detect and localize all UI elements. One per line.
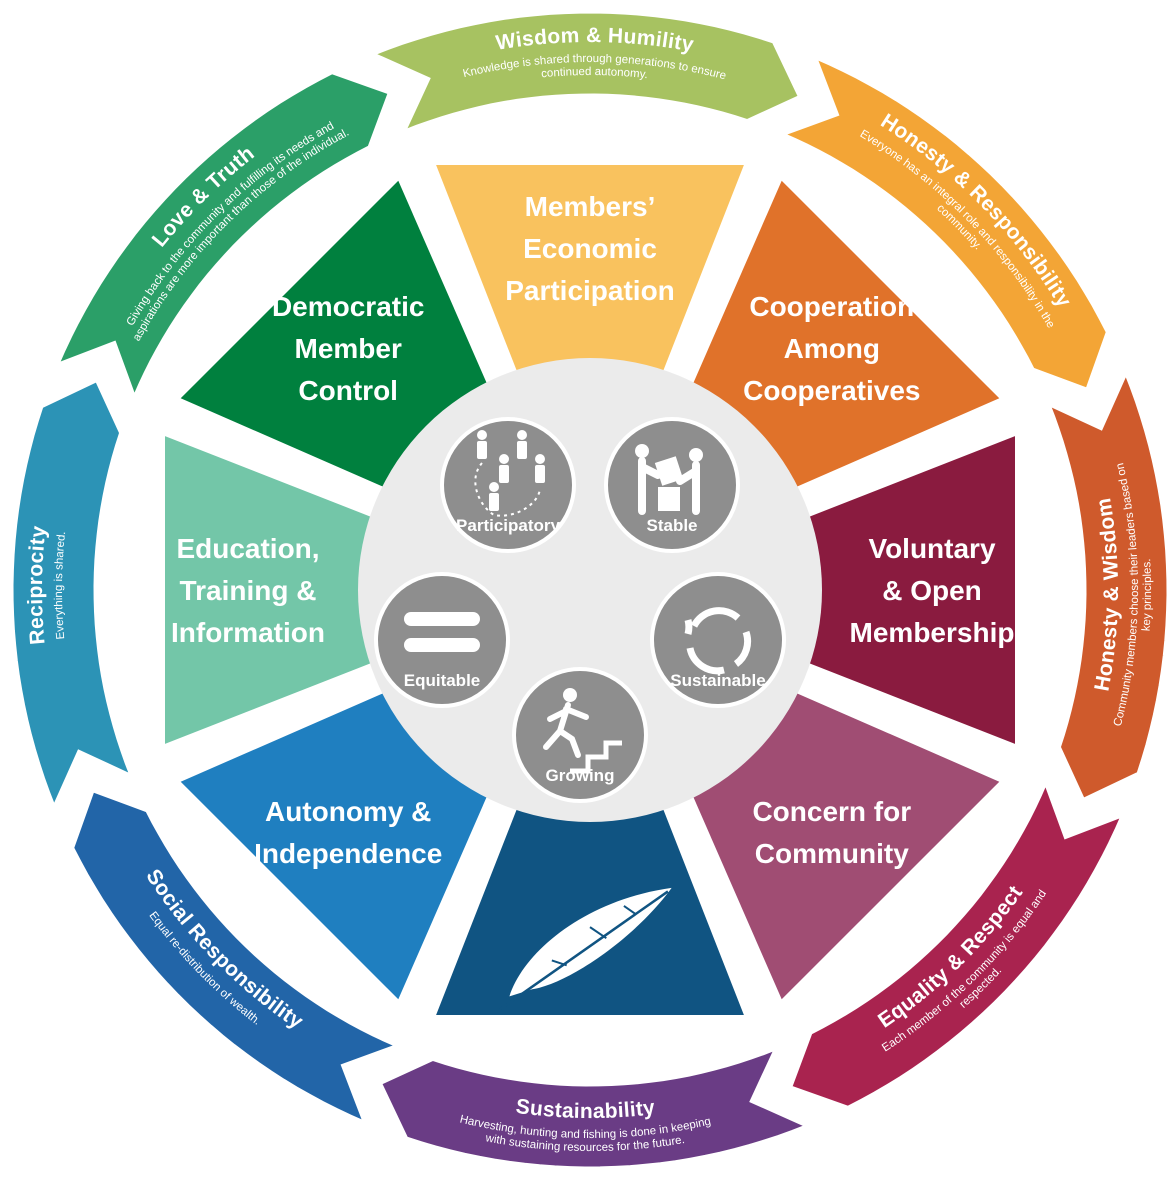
members-economic-participation-label: Economic: [523, 233, 657, 264]
equals-icon: [404, 612, 480, 652]
participatory-value: Participatory: [440, 417, 576, 553]
concern-for-community-label: Community: [755, 838, 909, 869]
voluntary-open-membership-label: & Open: [882, 575, 982, 606]
feather-segment: [436, 800, 744, 1015]
stable-label: Stable: [646, 516, 697, 535]
equitable-value: Equitable: [374, 572, 510, 708]
autonomy-independence-label: Autonomy &: [265, 796, 431, 827]
education-training-information-segment: [165, 436, 380, 744]
autonomy-independence-label: Independence: [254, 838, 442, 869]
reciprocity-band: [10, 378, 134, 811]
wisdom-humility-desc: continued autonomy.: [541, 66, 649, 81]
feather-icon: [499, 887, 672, 1011]
love-truth-band: [55, 71, 392, 401]
voluntary-open-membership-label: Membership: [850, 617, 1015, 648]
education-training-information-label: Education,: [176, 533, 319, 564]
sustainability-band: [378, 1046, 811, 1170]
building-blocks-icon: [635, 444, 703, 515]
democratic-member-control-label: Democratic: [272, 291, 425, 322]
growing-label: Growing: [546, 766, 615, 785]
cycle-arrows-icon: [684, 607, 752, 675]
education-training-information-label: Information: [171, 617, 325, 648]
cooperation-among-cooperatives-label: Cooperatives: [743, 375, 920, 406]
education-training-information-label: Training &: [180, 575, 317, 606]
equality-respect-band: [788, 779, 1125, 1109]
people-path-icon: [474, 430, 545, 517]
members-economic-participation-label: Participation: [505, 275, 675, 306]
honesty-responsibility-band: [779, 55, 1109, 392]
participatory-label: Participatory: [456, 516, 560, 535]
concern-for-community-label: Concern for: [752, 796, 911, 827]
democratic-member-control-segment: [180, 180, 491, 491]
voluntary-open-membership-label: Voluntary: [868, 533, 995, 564]
autonomy-independence-segment: [180, 689, 491, 1000]
stable-value: Stable: [604, 417, 740, 553]
principles-octagon: Members’ EconomicParticipationCooperation…: [165, 165, 1015, 1015]
voluntary-open-membership-segment: [800, 436, 1015, 744]
concern-for-community-segment: [689, 689, 1000, 1000]
growing-value: Growing: [512, 667, 648, 803]
members-economic-participation-segment: [436, 165, 744, 380]
members-economic-participation-label: Members’: [525, 191, 656, 222]
climbing-stairs-icon: [543, 688, 622, 774]
honesty-wisdom-desc: key principles.: [1141, 558, 1154, 631]
cooperation-among-cooperatives-label: Cooperation: [749, 291, 914, 322]
cooperation-among-cooperatives-label: Among: [784, 333, 880, 364]
democratic-member-control-label: Member: [295, 333, 402, 364]
reciprocity-title: Reciprocity: [24, 525, 51, 646]
social-responsibility-band: [71, 788, 401, 1125]
sustainable-value: Sustainable: [650, 572, 786, 708]
teachings-ring: [10, 10, 1167, 1170]
equitable-label: Equitable: [404, 671, 481, 690]
cooperation-among-cooperatives-segment: [689, 180, 1000, 491]
democratic-member-control-label: Control: [298, 375, 398, 406]
reciprocity-desc: Everything is shared.: [53, 531, 68, 640]
honesty-wisdom-band: [1046, 369, 1167, 802]
wisdom-humility-band: [369, 10, 802, 134]
sustainable-label: Sustainable: [670, 671, 765, 690]
